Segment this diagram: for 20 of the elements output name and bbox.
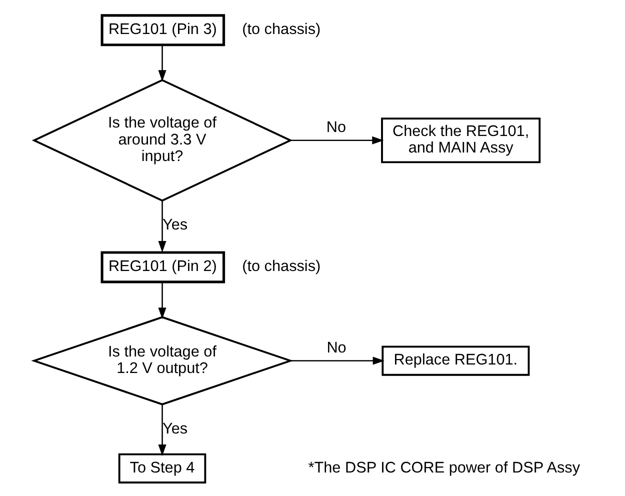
node-box: To Step 4 xyxy=(118,453,206,484)
arrow xyxy=(158,404,166,456)
node-diamond: Is the voltage of around 3.3 V input? xyxy=(32,79,293,202)
edge-label: Yes xyxy=(162,216,188,234)
node-box: Replace REG101. xyxy=(382,346,530,376)
arrow xyxy=(158,46,166,82)
edge-label: No xyxy=(326,340,346,357)
arrow xyxy=(290,136,384,144)
node-box: REG101 (Pin 2) xyxy=(100,251,226,284)
arrow xyxy=(158,282,166,320)
node-label: (to chassis) xyxy=(242,21,321,38)
node-box: REG101 (Pin 3) xyxy=(100,14,226,46)
edge-label: Yes xyxy=(162,420,188,438)
node-box: Check the REG101, and MAIN Assy xyxy=(381,118,541,164)
arrow xyxy=(158,201,166,252)
node-label: (to chassis) xyxy=(242,258,321,276)
edge-label: No xyxy=(326,119,346,136)
node-diamond: Is the voltage of 1.2 V output? xyxy=(31,316,294,406)
label: *The DSP IC CORE power of DSP Assy xyxy=(308,459,580,476)
arrow xyxy=(290,356,384,365)
